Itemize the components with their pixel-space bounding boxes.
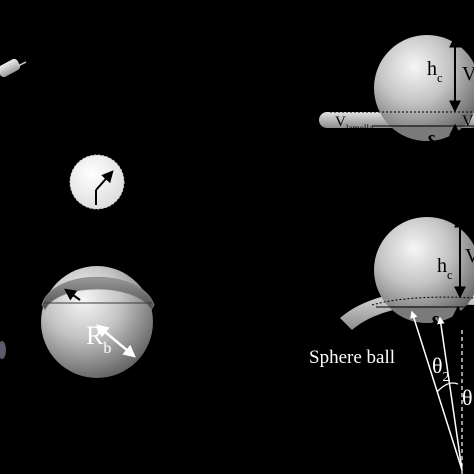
left-sphere-group: Rb bbox=[41, 266, 155, 378]
rb-label: Rb bbox=[86, 321, 111, 357]
top-lamella-label: Vlamella bbox=[335, 114, 373, 134]
left-edge-fragment bbox=[0, 341, 6, 359]
bottom-vr-label: Vr bbox=[462, 314, 474, 339]
angle-line-right bbox=[437, 316, 463, 471]
bottom-v-label: V bbox=[465, 245, 474, 267]
top-configuration: hc V V Vlamella δ Vr bbox=[319, 35, 474, 158]
top-v-small-label: V bbox=[462, 113, 474, 130]
top-delta-label: δ bbox=[426, 132, 436, 154]
top-lower-cap bbox=[374, 125, 474, 141]
top-v-label: V bbox=[462, 63, 474, 85]
bottom-configuration: hc V δ Vr Sphere ball θ2 θ bbox=[309, 215, 474, 474]
bottom-sphere bbox=[374, 217, 474, 323]
bottom-delta-label: δ bbox=[430, 313, 440, 335]
theta2-label: θ2 bbox=[432, 353, 450, 384]
top-hc-label: hc bbox=[427, 58, 443, 85]
top-vr-label: Vr bbox=[460, 133, 474, 158]
angle-line-left bbox=[410, 310, 463, 471]
rod-fragment bbox=[0, 58, 27, 78]
rb-arrow bbox=[96, 324, 136, 358]
theta-label: θ bbox=[462, 385, 473, 410]
sphere-ball-label: Sphere ball bbox=[309, 347, 395, 368]
left-cap-arrow bbox=[64, 288, 81, 301]
small-bubble bbox=[69, 154, 125, 210]
theta2-arc bbox=[436, 382, 459, 393]
bottom-hc-label: hc bbox=[437, 255, 453, 282]
